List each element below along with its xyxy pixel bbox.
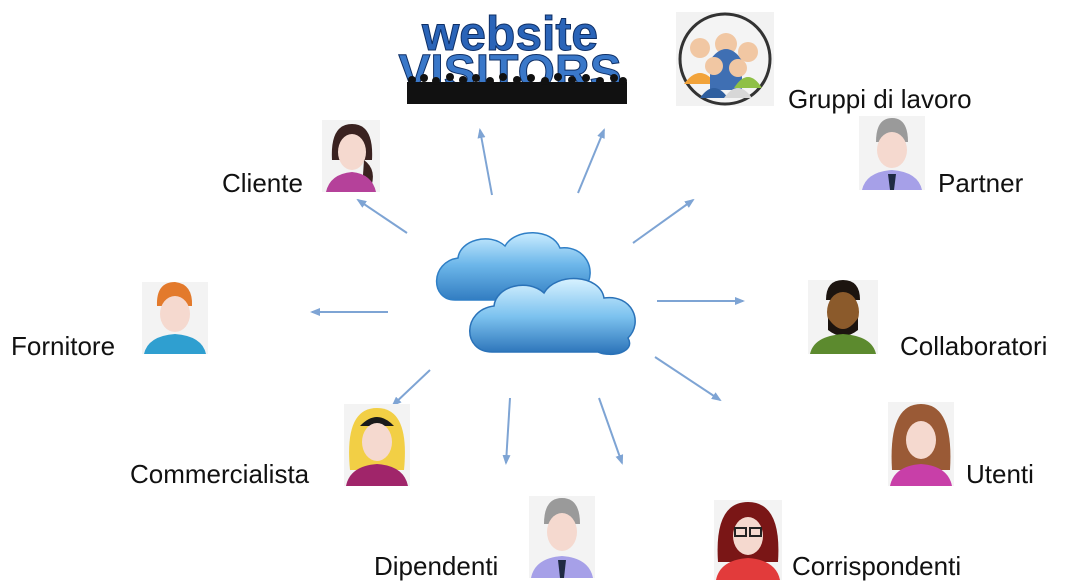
fornitore-avatar xyxy=(142,282,208,354)
arrow-to-utenti xyxy=(654,356,722,402)
node-label-fornitore: Fornitore xyxy=(11,331,116,361)
node-label-commercialista: Commercialista xyxy=(130,459,310,489)
arrow-to-corrispondenti xyxy=(598,397,624,465)
partner-avatar xyxy=(859,116,925,190)
connector-arrows xyxy=(310,128,745,465)
collaboratori-avatar xyxy=(808,280,878,354)
arrow-to-gruppi-di-lavoro xyxy=(577,128,605,194)
node-label-cliente: Cliente xyxy=(222,168,303,198)
commercialista-avatar xyxy=(344,404,410,486)
cloud-icon xyxy=(435,232,636,356)
node-label-gruppi-di-lavoro: Gruppi di lavoro xyxy=(788,84,972,114)
arrow-to-cliente xyxy=(356,198,408,234)
logo-line1: website xyxy=(421,8,598,61)
node-label-collaboratori: Collaboratori xyxy=(900,331,1048,361)
crowd-silhouette-icon xyxy=(407,73,627,104)
node-label-corrispondenti: Corrispondenti xyxy=(792,551,962,581)
utenti-avatar xyxy=(888,402,954,486)
website-visitors-logo: website VISITORS xyxy=(398,8,627,104)
node-label-partner: Partner xyxy=(938,168,1024,198)
corrispondenti-avatar xyxy=(714,500,782,580)
arrow-to-dipendenti xyxy=(502,397,511,465)
dipendenti-avatar xyxy=(529,496,595,578)
cliente-avatar xyxy=(322,120,380,192)
node-label-utenti: Utenti xyxy=(966,459,1034,489)
node-label-dipendenti: Dipendenti xyxy=(374,551,499,581)
arrow-to-partner xyxy=(632,198,695,244)
arrow-to-website-visitors xyxy=(477,128,493,196)
arrow-to-commercialista xyxy=(391,369,431,407)
group-avatars-icon xyxy=(676,12,774,106)
